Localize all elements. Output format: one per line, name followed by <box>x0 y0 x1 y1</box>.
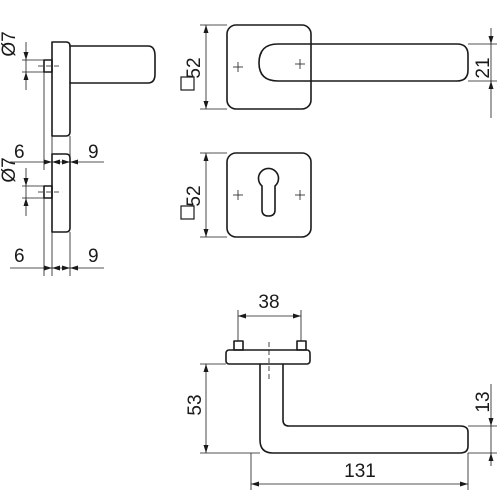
square-symbol <box>180 76 195 91</box>
spindle-stub <box>43 185 53 199</box>
grip-width-label: 13 <box>473 391 494 412</box>
rose-profile <box>51 41 71 137</box>
diameter-label: Ø7 <box>0 31 20 56</box>
front-view-escutcheon: 52 <box>180 152 312 238</box>
rose-base <box>225 349 311 365</box>
cylinder-keyhole <box>257 167 280 217</box>
rose-thickness-label: 6 <box>14 142 25 163</box>
screw-mark <box>233 62 243 72</box>
lever-neck <box>258 51 263 75</box>
square-symbol <box>180 205 195 220</box>
spindle-projection-label: 9 <box>88 142 99 163</box>
lever-arm-profile <box>69 45 156 84</box>
side-view-escutcheon: Ø7 6 9 <box>0 153 104 276</box>
lever-height-label: 21 <box>473 57 494 78</box>
screw-mark <box>295 190 305 200</box>
lever-grip <box>258 43 469 82</box>
height-label: 53 <box>185 394 206 415</box>
rose-thickness-label: 6 <box>14 246 25 267</box>
spindle-stub <box>43 59 53 73</box>
diameter-label: Ø7 <box>0 157 20 182</box>
side-view-lever: Ø7 6 9 <box>0 31 156 170</box>
screw-mark <box>295 59 305 69</box>
top-view-lever: 38 53 131 13 <box>185 292 497 490</box>
rose-size-label: 52 <box>184 57 205 78</box>
front-view-lever-rose: 52 21 <box>180 24 497 118</box>
lever-body <box>259 363 469 454</box>
escutcheon-profile <box>51 153 71 233</box>
screw-mark <box>233 190 243 200</box>
fixing-stud-right <box>296 340 307 351</box>
escutcheon-size-label: 52 <box>184 185 205 206</box>
square-rose <box>226 24 312 110</box>
fixing-distance-label: 38 <box>258 292 279 313</box>
length-label: 131 <box>344 461 376 482</box>
fixing-stud-left <box>233 340 244 351</box>
square-escutcheon <box>226 152 312 238</box>
spindle-projection-label: 9 <box>88 246 99 267</box>
